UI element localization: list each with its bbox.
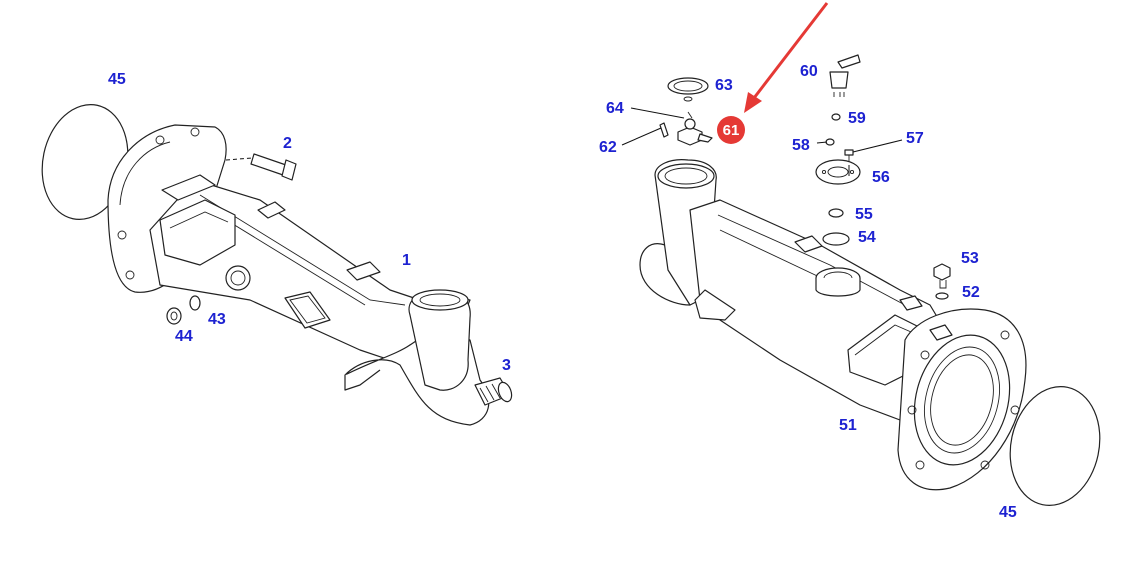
oring-55 [828,208,844,218]
cap-63 [667,77,709,102]
pin-62 [659,122,669,138]
plug-53 [933,263,951,289]
label-45-left: 45 [108,71,126,88]
label-60: 60 [800,63,818,80]
label-1: 1 [402,252,411,269]
label-43: 43 [208,311,226,328]
label-53: 53 [961,250,979,267]
seal-ring-43 [189,295,201,311]
label-63: 63 [715,77,733,94]
label-58: 58 [792,137,810,154]
shim-54 [822,232,850,246]
label-62: 62 [599,139,617,156]
label-51: 51 [839,417,857,434]
label-44: 44 [175,328,193,345]
label-52: 52 [962,284,980,301]
label-54: 54 [858,229,876,246]
ring-59 [831,113,841,121]
label-64: 64 [606,100,624,117]
label-45-right: 45 [999,504,1017,521]
sensor-60 [829,54,861,97]
leader-lines [621,107,903,176]
label-3: 3 [502,357,511,374]
axle-housing-right [639,159,1101,506]
axle-housing-left [41,103,513,426]
highlight-callout-61: 61 [717,116,745,144]
gasket-45-right [1009,386,1101,506]
plate-56 [815,159,861,185]
oring-58 [825,138,835,146]
sensor-61 [677,111,713,146]
label-57: 57 [906,130,924,147]
washer-52 [935,292,949,300]
label-2: 2 [283,135,292,152]
label-61: 61 [723,122,740,139]
bushing-3 [474,377,513,406]
plug-44 [166,307,182,325]
label-55: 55 [855,206,873,223]
label-59: 59 [848,110,866,127]
red-arrow-indicator [744,2,829,113]
label-56: 56 [872,169,890,186]
bolt-2 [225,153,297,181]
callout-labels: 45 2 1 43 44 3 64 62 63 60 59 58 57 56 5… [108,63,1017,521]
